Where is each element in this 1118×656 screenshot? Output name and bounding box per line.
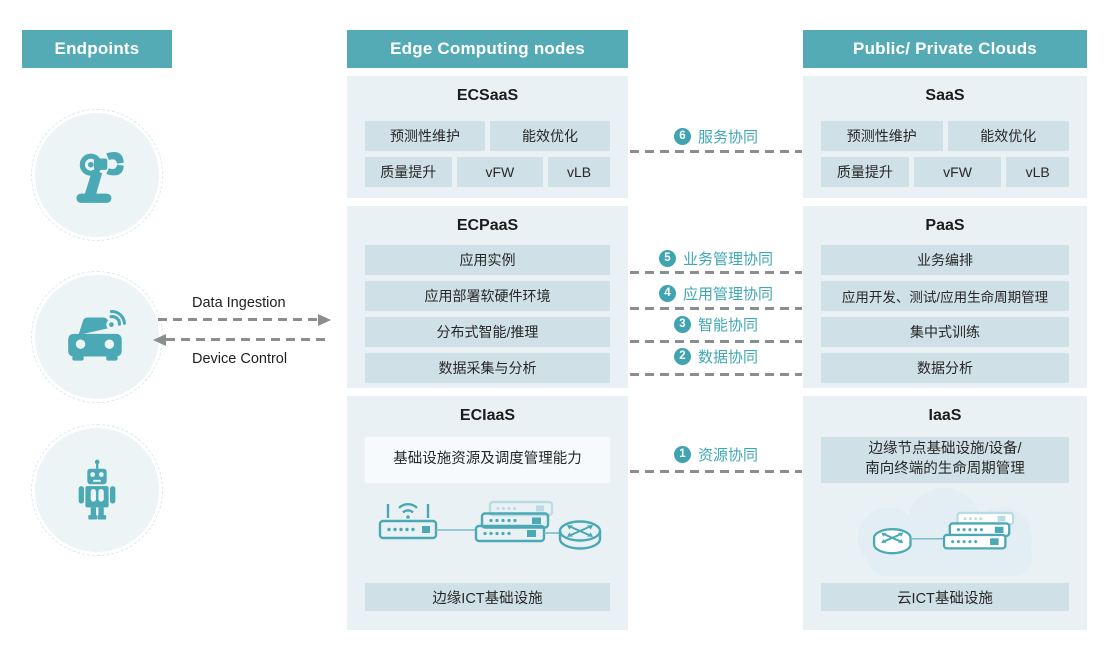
ecpaas-panel: ECPaaS 应用实例 应用部署软硬件环境 分布式智能/推理 数据采集与分析 — [347, 206, 628, 388]
clouds-header: Public/ Private Clouds — [803, 30, 1087, 68]
ecsaas-vfw: vFW — [456, 157, 544, 187]
badge-3: 3 — [673, 315, 691, 333]
badge-1: 1 — [673, 445, 691, 463]
connector-service: 6 服务协同 — [630, 126, 802, 146]
saas-quality-improvement: 质量提升 — [821, 157, 909, 187]
ecsaas-row2: 质量提升 vFW vLB — [365, 157, 610, 187]
data-ingestion-label: Data Ingestion — [192, 295, 286, 311]
connected-car-icon — [68, 309, 129, 361]
edge-ict-icons — [347, 496, 628, 572]
badge-2: 2 — [673, 347, 691, 365]
badge-4: 4 — [658, 284, 676, 302]
robot-icon — [78, 459, 116, 520]
eciaas-panel: ECIaaS 基础设施资源及调度管理能力 — [347, 396, 628, 630]
device-control-arrow-line — [166, 338, 328, 341]
robot-arm-icon — [76, 151, 124, 203]
connector-service-label: 服务协同 — [697, 128, 758, 146]
badge-6: 6 — [673, 127, 691, 145]
saas-row1: 预测性维护 能效优化 — [821, 121, 1069, 151]
paas-business-orchestration: 业务编排 — [821, 245, 1069, 275]
connector-intelligence-label: 智能协同 — [697, 316, 758, 334]
saas-title: SaaS — [925, 87, 965, 104]
ecsaas-panel: ECSaaS 预测性维护 能效优化 质量提升 vFW vLB — [347, 76, 628, 198]
edge-nodes-header: Edge Computing nodes — [347, 30, 628, 68]
connector-business-mgmt-label: 业务管理协同 — [682, 250, 773, 268]
eciaas-capability-text: 基础设施资源及调度管理能力 — [393, 451, 582, 468]
ecpaas-rows: 应用实例 应用部署软硬件环境 分布式智能/推理 数据采集与分析 — [365, 245, 610, 383]
cloud-network-icon — [857, 488, 1033, 577]
edge-ict-infra-box: 边缘ICT基础设施 — [365, 583, 610, 611]
device-control-label: Device Control — [192, 351, 288, 367]
connector-resource: 1 资源协同 — [630, 444, 802, 464]
connector-data: 2 数据协同 — [630, 346, 802, 366]
ecsaas-predictive-maintenance: 预测性维护 — [365, 121, 485, 151]
connector-app-mgmt-label: 应用管理协同 — [682, 285, 773, 303]
eciaas-title: ECIaaS — [459, 407, 516, 424]
cloud-ict-icons — [803, 488, 1087, 580]
iaas-capability-line2: 南向终端的生命周期管理 — [865, 461, 1025, 477]
ecpaas-data-collection: 数据采集与分析 — [365, 353, 610, 383]
dashed-link-4 — [630, 307, 802, 310]
badge-5: 5 — [658, 249, 676, 267]
dashed-link-3 — [630, 340, 802, 343]
saas-row2: 质量提升 vFW vLB — [821, 157, 1069, 187]
iaas-title: IaaS — [928, 407, 962, 424]
connector-business-mgmt: 5 业务管理协同 — [630, 248, 802, 268]
connector-data-label: 数据协同 — [697, 348, 758, 366]
iaas-capability: 边缘节点基础设施/设备/ 南向终端的生命周期管理 — [821, 437, 1069, 483]
ecsaas-title: ECSaaS — [456, 87, 519, 104]
saas-vfw: vFW — [913, 157, 1002, 187]
connector-resource-label: 资源协同 — [697, 446, 758, 464]
ecpaas-title: ECPaaS — [456, 217, 519, 234]
saas-vlb: vLB — [1006, 157, 1069, 187]
eciaas-capability: 基础设施资源及调度管理能力 — [365, 437, 610, 483]
paas-rows: 业务编排 应用开发、测试/应用生命周期管理 集中式训练 数据分析 — [821, 245, 1069, 383]
ecsaas-quality-improvement: 质量提升 — [365, 157, 452, 187]
ecpaas-deploy-env: 应用部署软硬件环境 — [365, 281, 610, 311]
endpoint-robot — [31, 424, 163, 556]
ecpaas-distributed-inference: 分布式智能/推理 — [365, 317, 610, 347]
ecpaas-app-instances: 应用实例 — [365, 245, 610, 275]
saas-energy-optimization: 能效优化 — [947, 121, 1069, 151]
paas-title: PaaS — [925, 217, 965, 234]
data-ingestion-arrowhead — [318, 313, 331, 326]
paas-data-analysis: 数据分析 — [821, 353, 1069, 383]
endpoint-connected-car — [31, 271, 163, 403]
endpoint-robot-arm — [31, 109, 163, 241]
device-control-arrowhead — [153, 333, 166, 346]
endpoints-header: Endpoints — [22, 30, 172, 68]
dashed-link-6 — [630, 150, 802, 153]
paas-centralized-training: 集中式训练 — [821, 317, 1069, 347]
connector-app-mgmt: 4 应用管理协同 — [630, 283, 802, 303]
saas-predictive-maintenance: 预测性维护 — [821, 121, 943, 151]
cloud-ict-infra-box: 云ICT基础设施 — [821, 583, 1069, 611]
dashed-link-2 — [630, 373, 802, 376]
iaas-capability-line1: 边缘节点基础设施/设备/ — [868, 441, 1022, 458]
dashed-link-5 — [630, 271, 802, 274]
collaboration-connectors: 6 服务协同 5 业务管理协同 4 应用管理协同 3 智能协同 2 数据协同 1… — [630, 0, 802, 656]
saas-panel: SaaS 预测性维护 能效优化 质量提升 vFW vLB — [803, 76, 1087, 198]
ecsaas-row1: 预测性维护 能效优化 — [365, 121, 610, 151]
edge-network-devices-icon — [378, 500, 601, 550]
ecsaas-vlb: vLB — [548, 157, 610, 187]
ecsaas-energy-optimization: 能效优化 — [490, 121, 610, 151]
iaas-panel: IaaS 边缘节点基础设施/设备/ 南向终端的生命周期管理 — [803, 396, 1087, 630]
dashed-link-1 — [630, 470, 802, 473]
paas-panel: PaaS 业务编排 应用开发、测试/应用生命周期管理 集中式训练 数据分析 — [803, 206, 1087, 388]
connector-intelligence: 3 智能协同 — [630, 314, 802, 334]
paas-app-lifecycle: 应用开发、测试/应用生命周期管理 — [821, 281, 1069, 311]
data-ingestion-arrow-line — [158, 318, 318, 321]
